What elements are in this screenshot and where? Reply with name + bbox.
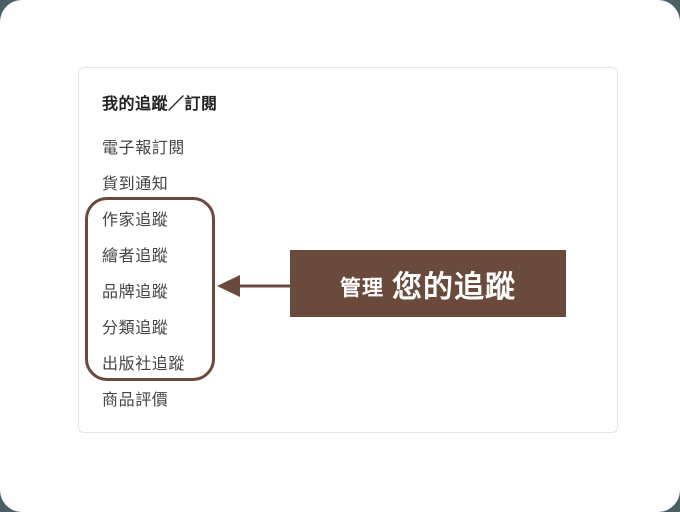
callout-label-small: 管理 [340, 275, 384, 300]
arrow-left-icon [217, 275, 292, 297]
menu-item-restock-notice[interactable]: 貨到通知 [102, 174, 169, 193]
menu-item-publisher-follow[interactable]: 出版社追蹤 [102, 354, 186, 373]
menu-item-illustrator-follow[interactable]: 繪者追蹤 [102, 246, 169, 265]
callout-label-big: 您的追蹤 [392, 269, 516, 305]
annotation-callout: 管理 您的追蹤 [290, 250, 566, 317]
panel-title: 我的追蹤／訂閱 [102, 94, 218, 113]
menu-item-category-follow[interactable]: 分類追蹤 [102, 318, 169, 337]
menu-item-product-reviews[interactable]: 商品評價 [102, 390, 169, 409]
follow-items-highlight [85, 197, 215, 381]
menu-item-newsletter[interactable]: 電子報訂閱 [102, 138, 186, 157]
menu-item-brand-follow[interactable]: 品牌追蹤 [102, 282, 169, 301]
menu-item-author-follow[interactable]: 作家追蹤 [102, 210, 169, 229]
